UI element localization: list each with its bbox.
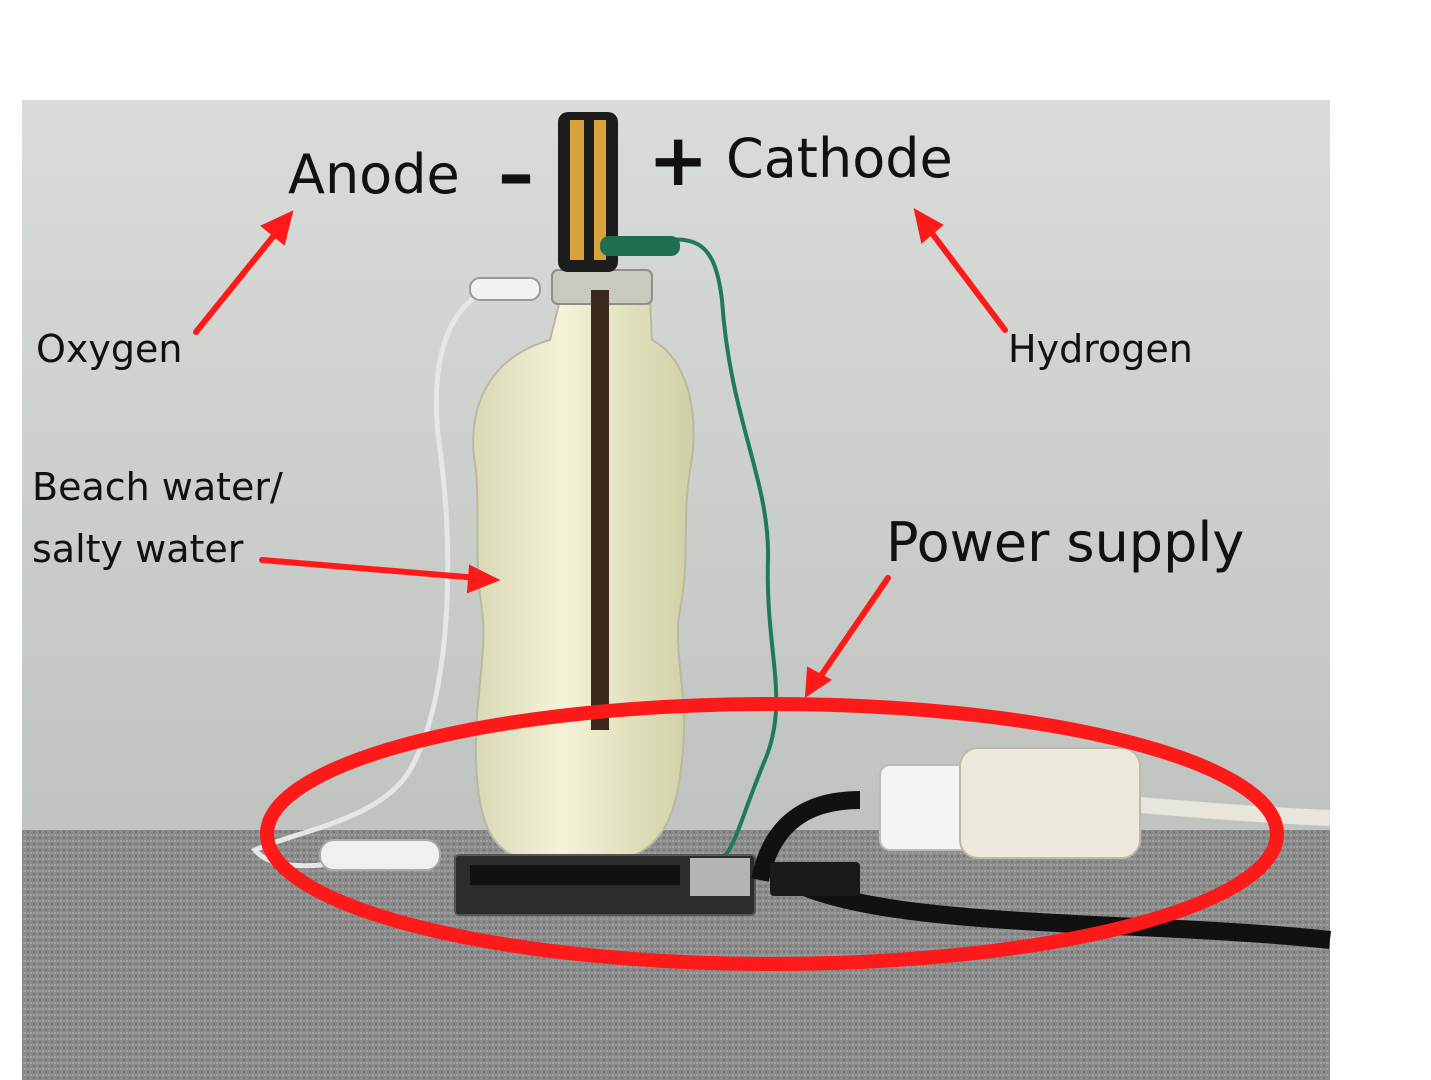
cathode-label: Cathode (726, 127, 953, 190)
hydrogen-arrowhead (913, 208, 944, 244)
power-cord (1029, 792, 1331, 826)
hydrogen-label: Hydrogen (1008, 327, 1193, 371)
screwdriver-handle-stripe (570, 120, 584, 260)
power-supply-label: Power supply (886, 511, 1245, 574)
white-clip-bottom (319, 839, 441, 871)
screwdriver-shaft (591, 290, 609, 730)
minus-sign: – (498, 132, 534, 216)
power-arrow (815, 575, 891, 683)
annotation-arrows (193, 208, 1008, 698)
board-header (470, 865, 680, 885)
salty-water-label: salty water (32, 527, 244, 571)
wall-plug (959, 747, 1141, 859)
usb-port (690, 858, 750, 896)
white-wire (251, 292, 480, 869)
green-clip (600, 236, 680, 256)
power-supply-circle (260, 697, 1284, 971)
beach-water-label: Beach water/ (32, 465, 283, 509)
black-usb-cable (751, 791, 1331, 949)
anode-label: Anode (288, 143, 460, 206)
white-clip (469, 277, 541, 301)
oxygen-arrowhead (260, 210, 294, 246)
plus-sign: + (648, 118, 709, 202)
green-wire (639, 237, 779, 862)
screwdriver-handle-stripe-2 (594, 120, 606, 260)
water-arrowhead (466, 564, 501, 594)
usb-plug (770, 862, 860, 896)
oxygen-arrow (193, 225, 283, 335)
oxygen-label: Oxygen (36, 327, 183, 371)
water-bottle (472, 299, 695, 863)
power-arrowhead (804, 666, 832, 698)
hydrogen-arrow (925, 225, 1008, 333)
water-arrow (259, 557, 481, 581)
